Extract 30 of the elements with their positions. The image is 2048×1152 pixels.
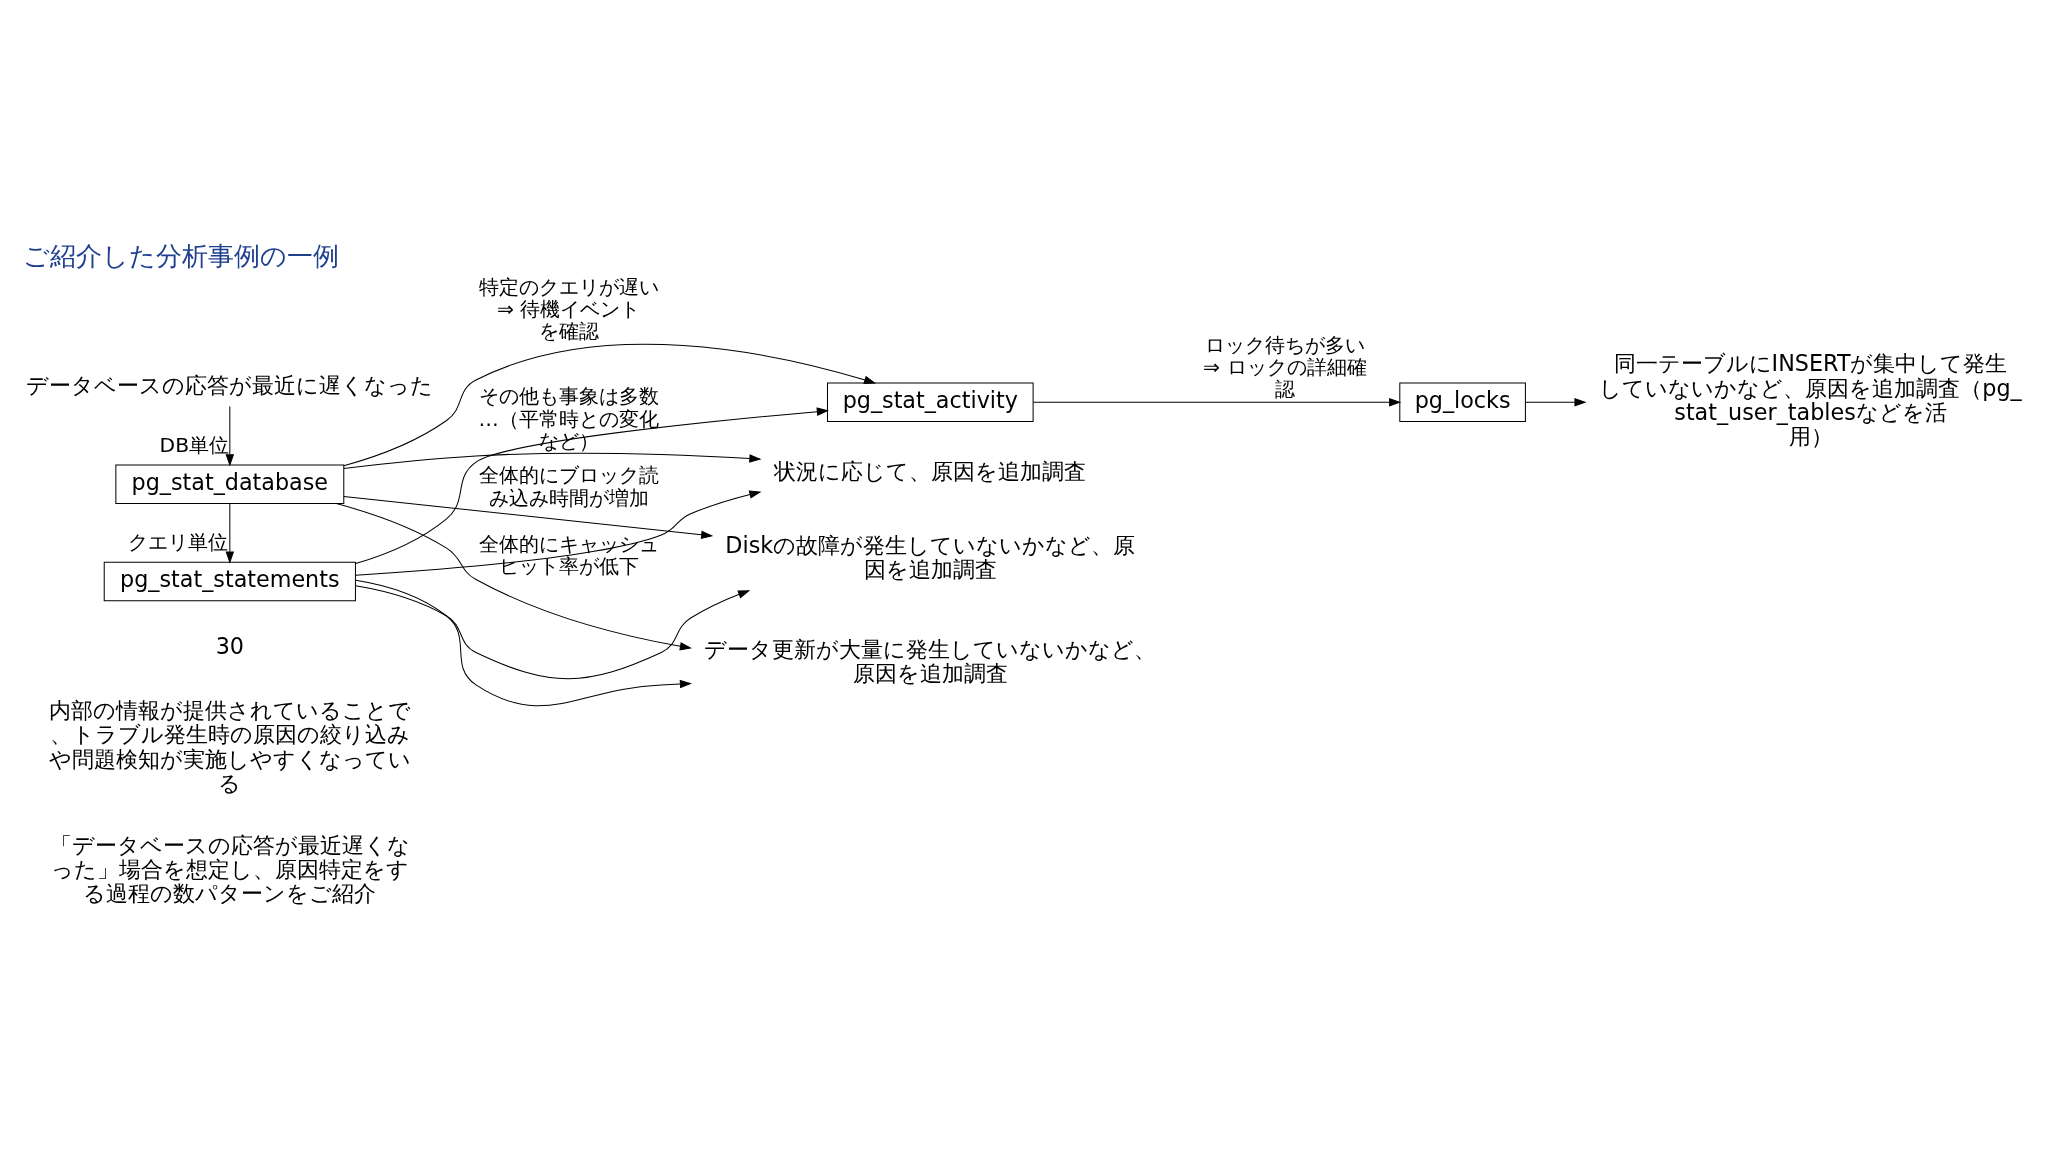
edge-label: ロック待ちが多い ⇒ ロックの詳細確認 (1202, 332, 1367, 402)
node-text: Diskの故障が発生していないかなど、原因を追加調査 (724, 531, 1135, 583)
arrow (354, 579, 692, 707)
node-text: データ更新が大量に発生していないかなど、原因を追加調査 (703, 636, 1156, 687)
node-box: pg_stat_database (114, 464, 344, 505)
edge-label: クエリ単位 (127, 530, 228, 555)
node-box: pg_stat_statements (103, 561, 356, 602)
node-box: pg_locks (1398, 382, 1526, 423)
edge-label: 特定のクエリが遅い ⇒ 待機イベントを確認 (478, 274, 659, 344)
arrow (342, 343, 876, 467)
node-text: データベースの応答が最近に遅くなった (25, 371, 433, 398)
label: 内部の情報が提供されていることで、トラブル発生時の原因の絞り込みや問題検知が実施しやすくなっている (48, 696, 411, 796)
arrow (1524, 398, 1587, 407)
node-text: 同一テーブルにINSERTが集中して発生していないかなど、原因を追加調査（pg_stat_user_tablesなどを活用） (1598, 350, 2022, 450)
node-text: 状況に応じて、原因を追加調査 (773, 457, 1086, 484)
arrow (1032, 398, 1401, 407)
node-box: pg_stat_activity (826, 382, 1034, 423)
arrow (225, 503, 234, 564)
edge-label: 全体的にブロック読み込み時間が増加 (478, 463, 659, 510)
arrow (354, 407, 829, 564)
arrow (225, 406, 234, 467)
label: 「データベースの応答が最近遅くなった」場合を想定し、原因特定をする過程の数パターンをご紹介 (49, 831, 410, 907)
arrow (354, 585, 750, 680)
arrow (335, 503, 692, 651)
diagram-title: ご紹介した分析事例の一例 (22, 241, 339, 272)
arrow (342, 452, 761, 469)
edge-label: DB単位 (159, 432, 229, 457)
arrow (342, 495, 713, 540)
arrow (354, 490, 761, 576)
label: 30 (215, 633, 244, 660)
